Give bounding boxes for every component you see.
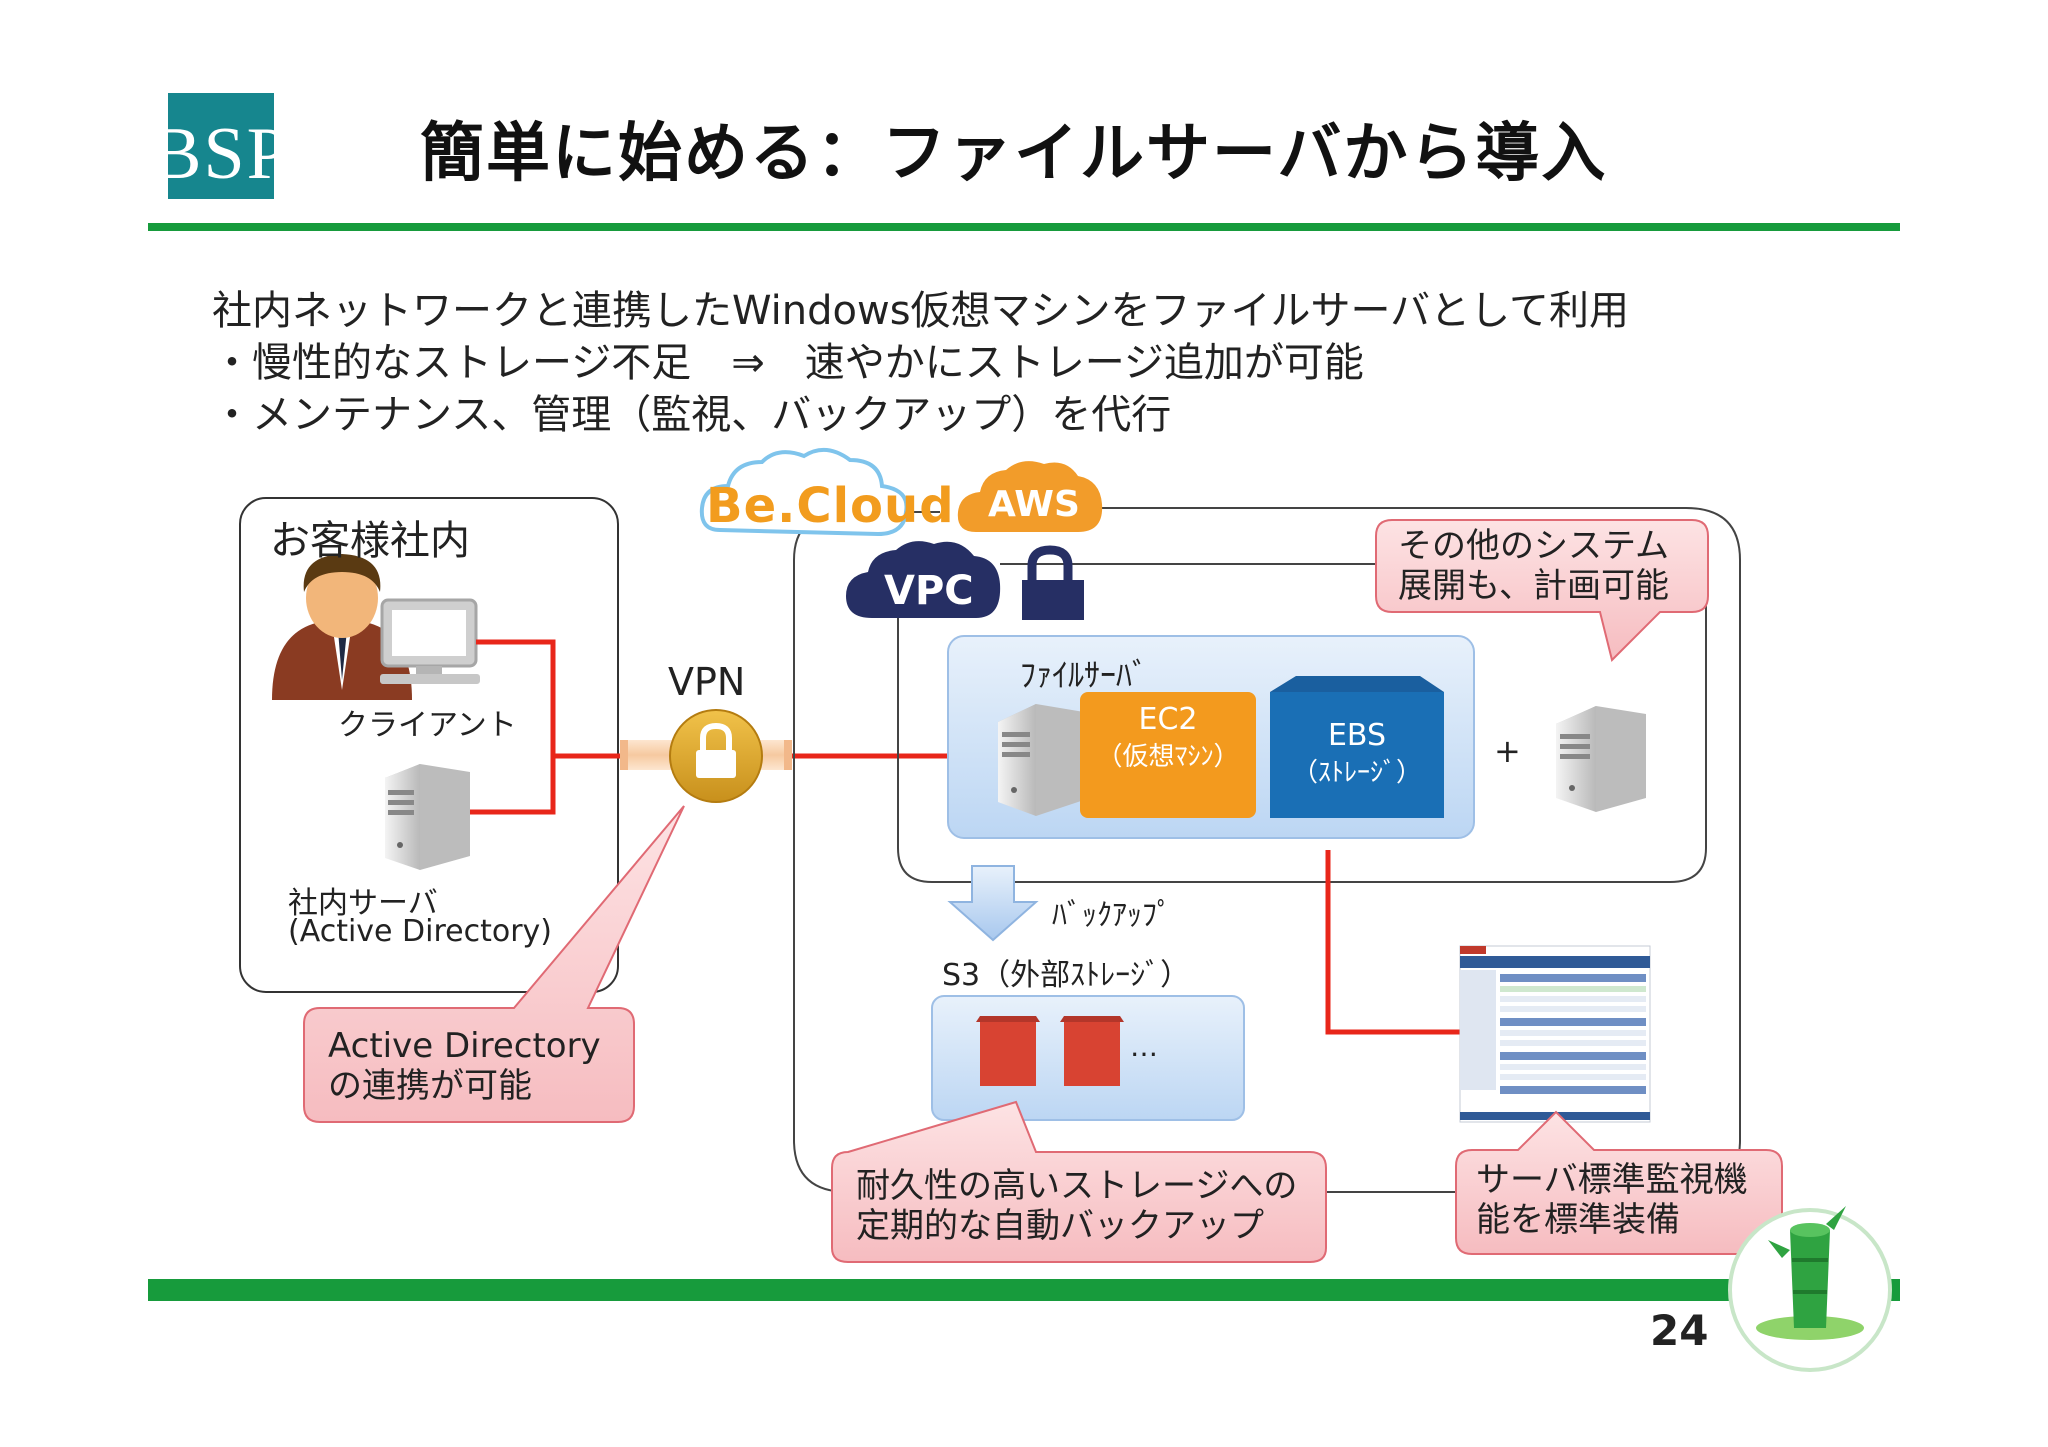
page-number: 24 [1650,1306,1709,1355]
s3-bucket-1 [976,1016,1040,1086]
s3-label: S3（外部ｽﾄﾚｰｼﾞ） [942,958,1191,993]
vpn-lock-icon [669,709,763,803]
ec2-label: EC2 [1138,702,1198,737]
person-icon [272,554,412,700]
padlock-icon [1022,545,1084,620]
footer-rule [148,1279,1900,1301]
backup-arrow [947,865,1039,942]
intro-line-3: ・メンテナンス、管理（監視、バックアップ）を代行 [212,392,1172,438]
callout-other-systems [1375,519,1709,662]
ebs-box [1270,692,1444,818]
vpc-text: VPC [884,568,974,614]
svg-text:BSP: BSP [152,113,290,195]
file-server-icon [998,704,1084,816]
callout-ad [303,805,685,1123]
s3-ellipsis: … [1130,1030,1158,1063]
vpc-cloud-logo [846,541,1001,618]
becloud-text: Be.Cloud [706,478,955,534]
internal-server-sublabel: (Active Directory) [288,914,553,949]
callout-ad-line1: Active Directory [328,1026,601,1066]
ebs-sublabel: （ｽﾄﾚｰｼﾞ） [1291,758,1422,788]
internal-server-label: 社内サーバ [288,886,438,921]
intro-line-2: ・慢性的なストレージ不足 ⇒ 速やかにストレージ追加が可能 [212,340,1364,386]
vpn-label: VPN [668,660,746,704]
becloud-logo [699,448,909,537]
customer-box-title: お客様社内 [270,518,470,564]
fileserver-label: ﾌｧｲﾙｻｰﾊﾞ [1020,656,1149,694]
ec2-sublabel: （仮想ﾏｼﾝ） [1096,742,1240,772]
intro-line-1: 社内ネットワークと連携したWindows仮想マシンをファイルサーバとして利用 [212,288,1629,334]
aws-text: AWS [988,484,1080,525]
ebs-top [1270,676,1444,692]
bsp-logo: BSP [152,93,290,199]
callout-ad-line2: の連携が可能 [328,1066,532,1106]
callout-durable [831,1100,1327,1263]
callout-monitor-line2: 能を標準装備 [1476,1200,1680,1240]
backup-label: ﾊﾞｯｸｱｯﾌﾟ [1052,898,1172,933]
callout-monitor-line1: サーバ標準監視機 [1476,1160,1748,1200]
ebs-label: EBS [1327,718,1387,753]
client-pc-icon [380,598,480,684]
callout-other-systems-line2: 展開も、計画可能 [1398,566,1669,606]
monitoring-screenshot [1459,945,1651,1123]
monitor-line [1325,850,1460,1035]
aws-cloud-logo [957,461,1103,532]
callout-durable-line2: 定期的な自動バックアップ [856,1206,1264,1246]
callout-other-systems-line1: その他のシステム [1398,526,1669,566]
additional-server-icon [1556,706,1646,812]
bamboo-badge [1728,1206,1892,1372]
internal-server-icon [385,764,470,870]
callout-durable-line1: 耐久性の高いストレージへの [856,1166,1298,1206]
ec2-box [1080,692,1256,818]
header-rule [148,223,1900,231]
client-label: クライアント [338,708,517,743]
page-title: 簡単に始める：ファイルサーバから導入 [420,117,1608,191]
s3-bucket-2 [1060,1016,1124,1086]
plus-sign: + [1494,732,1521,770]
